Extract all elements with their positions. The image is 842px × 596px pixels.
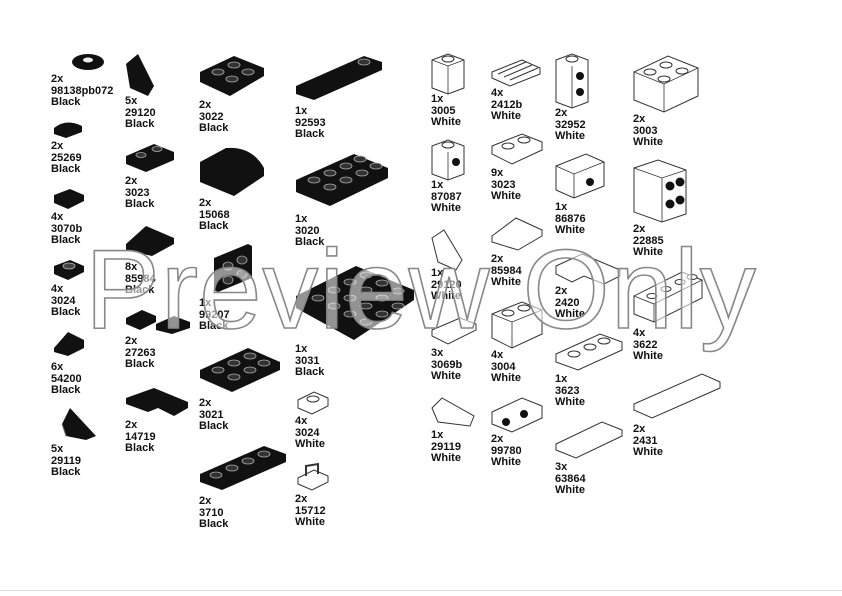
page-divider	[0, 590, 842, 591]
part-slope-icon	[490, 216, 544, 252]
part-long-plate-icon	[294, 52, 384, 104]
part-plate-1x1-icon	[296, 390, 330, 416]
part-plate-1x2-icon	[490, 132, 544, 166]
part-brick-side-stud-icon	[554, 152, 606, 202]
part-brick-side-stud-icon	[430, 138, 466, 182]
part-corner-tile-icon	[124, 386, 190, 420]
part-wedge-icon	[430, 228, 466, 272]
part-plate-2x3-icon	[198, 344, 282, 396]
part-plate-1x1-icon	[52, 258, 86, 282]
part-corner-plate-icon	[554, 252, 622, 288]
part-brick-1x4-icon	[632, 268, 704, 326]
part-plate-1x3-icon	[554, 332, 624, 372]
part-round-tile-icon	[70, 52, 106, 72]
part-tile-icon	[52, 187, 86, 211]
part-bracket-icon	[210, 242, 256, 294]
part-clip-tile-icon	[296, 462, 330, 492]
part-wedge-icon	[430, 396, 476, 430]
part-plate-1x2-icon	[124, 142, 176, 174]
part-brick-1x1-icon	[430, 52, 466, 96]
part-tile-1x3-icon	[554, 420, 624, 462]
part-offset-plate-icon	[124, 306, 192, 336]
part-grille-tile-icon	[490, 58, 542, 88]
part-slope-tile-icon	[52, 330, 86, 358]
part-slope-icon	[124, 224, 176, 258]
part-wedge-icon	[124, 52, 160, 98]
part-plate-2x4-icon	[294, 150, 390, 212]
part-tile-1x2-icon	[430, 316, 478, 348]
part-wedge-icon	[60, 406, 100, 442]
part-plate-1x4-icon	[198, 444, 288, 494]
part-plate-4x4-icon	[294, 262, 416, 344]
part-quarter-tile-icon	[52, 120, 86, 140]
part-brick-1x2-icon	[490, 300, 544, 350]
part-curved-slope-icon	[198, 144, 266, 198]
part-brick-side-studs-icon	[632, 158, 688, 224]
part-brick-2x2-icon	[632, 52, 700, 116]
part-brick-side-studs-icon	[554, 52, 590, 110]
part-plate-2x2-icon	[198, 52, 266, 100]
part-tile-1x4-icon	[632, 372, 722, 422]
part-bracket-inverted-icon	[490, 396, 544, 436]
